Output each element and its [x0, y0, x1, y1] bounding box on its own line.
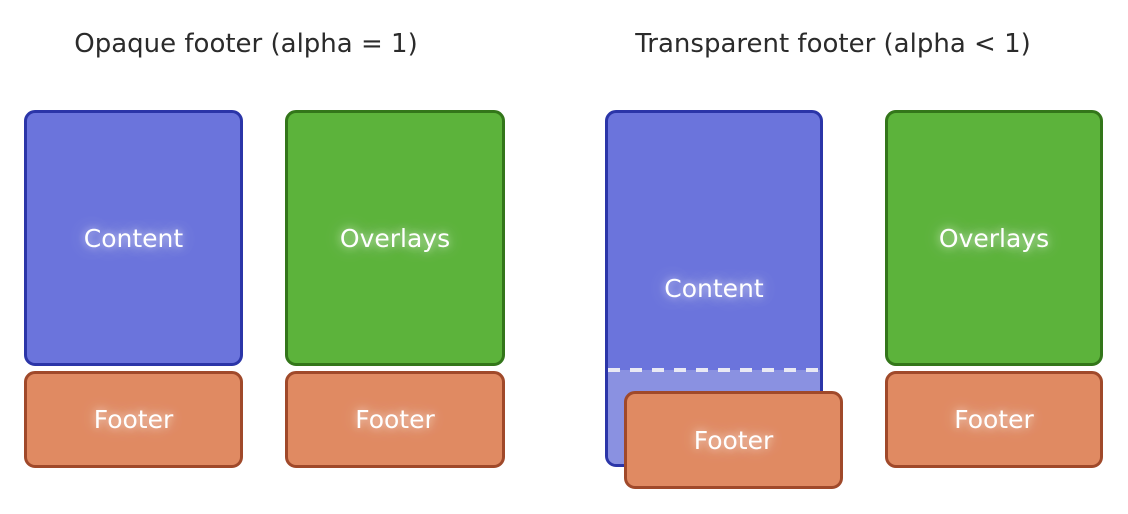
footer-box-label: Footer [355, 405, 435, 434]
footer-box-under-content-opaque: Footer [24, 371, 243, 468]
overlays-box-opaque: Overlays [285, 110, 505, 366]
content-box-opaque: Content [24, 110, 243, 366]
overlays-box-transparent: Overlays [885, 110, 1103, 366]
panel-title-transparent: Transparent footer (alpha < 1) [635, 29, 1031, 59]
content-box-label: Content [83, 223, 184, 253]
content-box-label: Content [664, 274, 764, 303]
footer-box-label: Footer [93, 405, 174, 434]
overlays-box-label: Overlays [339, 223, 451, 253]
footer-box-overlapping-content: Footer [624, 391, 843, 489]
footer-box-under-overlays-opaque: Footer [285, 371, 505, 468]
dashed-footer-boundary-line [608, 368, 820, 372]
footer-box-label: Footer [693, 425, 774, 455]
footer-box-under-overlays-transparent: Footer [885, 371, 1103, 468]
overlays-box-label: Overlays [938, 223, 1050, 253]
panel-title-opaque: Opaque footer (alpha = 1) [74, 29, 418, 59]
footer-box-label: Footer [954, 405, 1034, 434]
